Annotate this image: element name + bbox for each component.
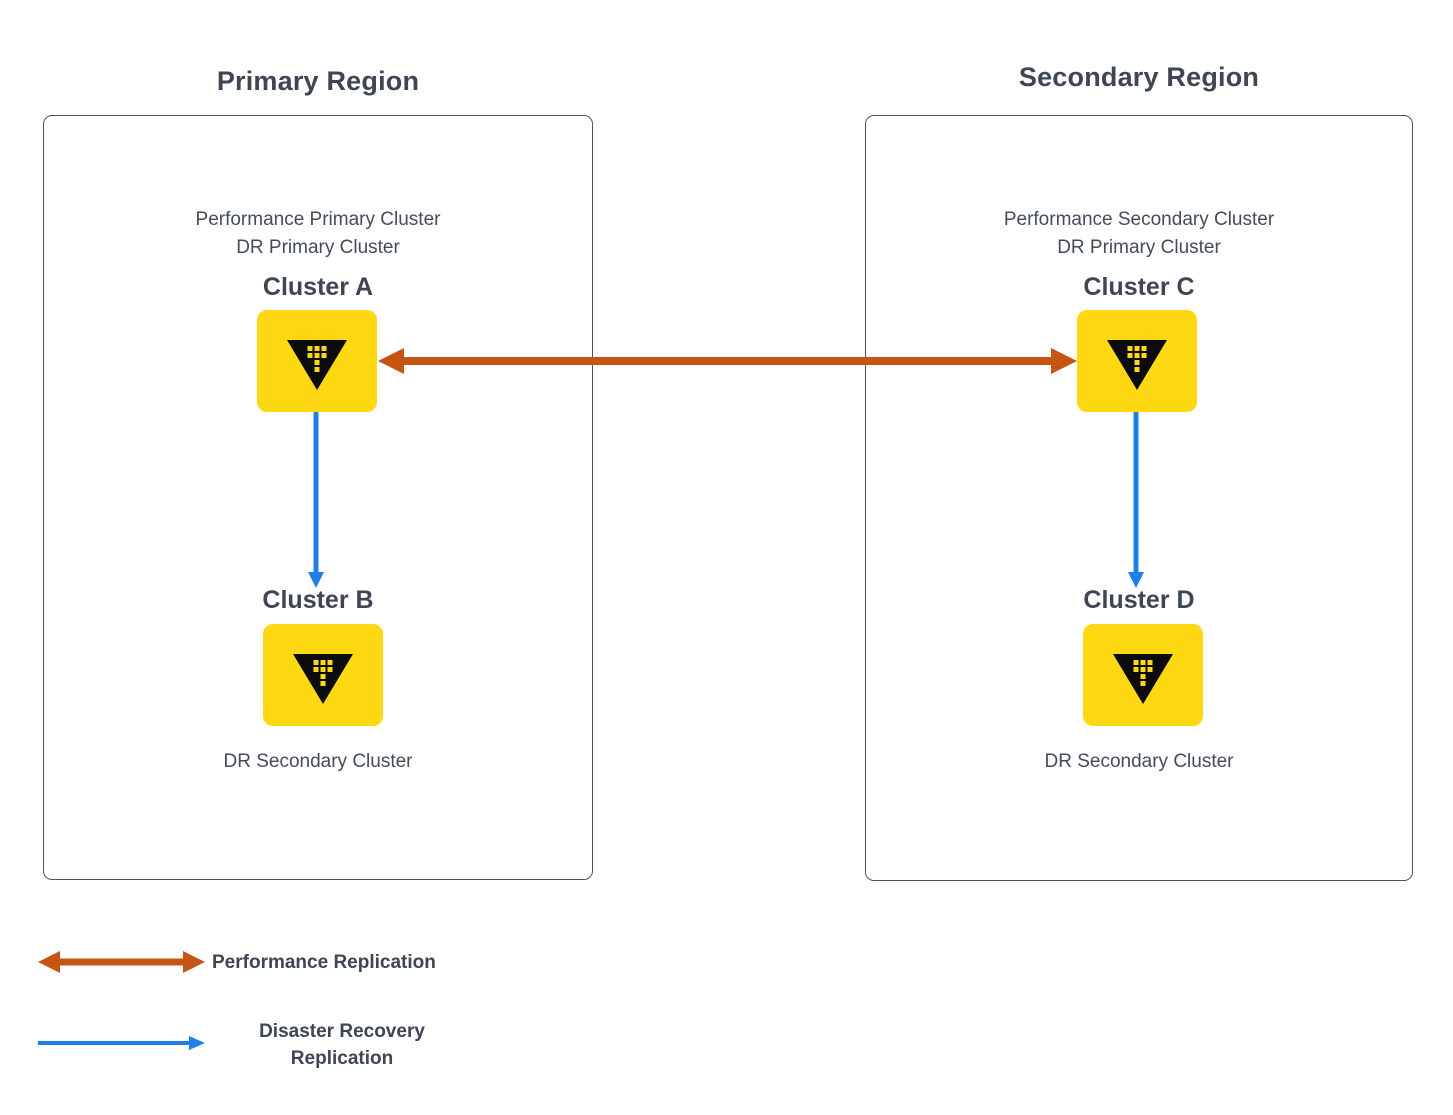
cluster-a-name: Cluster A (262, 273, 374, 301)
vault-dots-icon (307, 346, 327, 372)
arrow-down-icon (1128, 572, 1144, 588)
cluster-c-vault-icon (1077, 310, 1197, 412)
secondary-region-box (865, 115, 1413, 881)
arrow-down-icon (308, 572, 324, 588)
vault-dots-icon (1127, 346, 1147, 372)
arrow-left-icon (378, 348, 404, 374)
cluster-c-role-line1: Performance Secondary Cluster (1003, 209, 1275, 230)
dr-replication-arrow-left (308, 412, 324, 588)
cluster-a-role-line2: DR Primary Cluster (236, 237, 400, 258)
cluster-c-role-label: Performance Secondary Cluster DR Primary… (865, 206, 1413, 262)
legend-dr-label-line1: Disaster Recovery (259, 1021, 425, 1042)
cluster-d-role-label: DR Secondary Cluster (1044, 751, 1234, 772)
legend-dr-label: Disaster Recovery Replication (242, 1018, 442, 1072)
arrow-right-icon (183, 951, 205, 973)
cluster-a-vault-icon (257, 310, 377, 412)
cluster-d-vault-icon (1083, 624, 1203, 726)
legend-dr-label-line2: Replication (290, 1048, 394, 1069)
primary-region-box (43, 115, 593, 880)
cluster-a-role-label: Performance Primary Cluster DR Primary C… (43, 206, 593, 262)
arrow-left-icon (38, 951, 60, 973)
secondary-region-title: Secondary Region (1018, 62, 1260, 92)
cluster-d-name: Cluster D (1083, 586, 1195, 614)
arrow-right-icon (189, 1036, 205, 1050)
arrow-right-icon (1051, 348, 1077, 374)
legend-performance-label: Performance Replication (212, 952, 436, 973)
legend-performance-arrow (38, 949, 205, 975)
cluster-b-name: Cluster B (262, 586, 374, 614)
vault-dots-icon (1133, 660, 1153, 686)
cluster-c-name: Cluster C (1083, 273, 1195, 301)
cluster-b-role-label: DR Secondary Cluster (223, 751, 413, 772)
cluster-b-vault-icon (263, 624, 383, 726)
legend-dr-arrow (38, 1036, 205, 1050)
vault-dots-icon (313, 660, 333, 686)
cluster-a-role-line1: Performance Primary Cluster (195, 209, 441, 230)
performance-replication-arrow (378, 348, 1077, 374)
dr-replication-arrow-right (1128, 412, 1144, 588)
cluster-c-role-line2: DR Primary Cluster (1057, 237, 1221, 258)
primary-region-title: Primary Region (216, 66, 420, 96)
